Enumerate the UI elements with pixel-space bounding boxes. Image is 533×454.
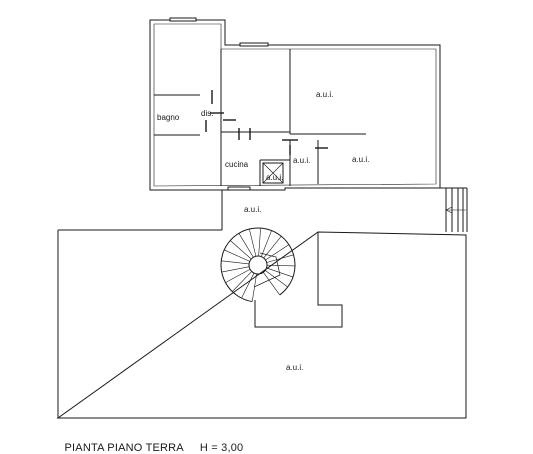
spiral-stair-step [251, 273, 257, 302]
room-labels: bagno dis. cucina a.u.i. a.u.i. a.u.i. a… [157, 90, 369, 372]
spiral-stair-outer [220, 227, 296, 303]
spiral-stair-step [263, 272, 280, 296]
spiral-stair-step [261, 230, 272, 257]
room-label-aui-right: a.u.i. [352, 155, 369, 164]
spiral-stair [220, 227, 296, 303]
room-label-aui-small: a.u.i. [266, 173, 283, 182]
room-label-bagno: bagno [157, 113, 180, 122]
spiral-stair-direction [253, 252, 281, 288]
spiral-stair-step [265, 244, 290, 261]
room-label-aui-top-right: a.u.i. [316, 90, 333, 99]
side-stair [440, 187, 468, 232]
upper-block-inner [153, 23, 437, 187]
spiral-stair-step [230, 240, 252, 260]
walls [56, 17, 468, 419]
room-label-aui-passage: a.u.i. [244, 205, 261, 214]
spiral-stair-step [225, 269, 251, 283]
spiral-stair-step [221, 260, 250, 265]
spiral-stair-step [224, 249, 250, 262]
spiral-stair-step [258, 228, 261, 257]
room-label-cucina: cucina [225, 160, 249, 169]
spiral-stair-step [241, 272, 255, 299]
spiral-stair-step [232, 271, 252, 292]
room-label-aui-corridor: a.u.i. [293, 156, 310, 165]
room-label-aui-bottom: a.u.i. [286, 363, 303, 372]
spiral-stair-core [248, 255, 268, 275]
spiral-stair-step [266, 254, 294, 263]
spiral-stair-step [266, 264, 295, 267]
plan-height: H = 3,00 [199, 442, 244, 454]
spiral-stair-step [238, 233, 254, 258]
room-label-dis: dis. [201, 109, 213, 118]
plan-title: PIANTA PIANO TERRA [64, 442, 184, 454]
lower-area-outline [56, 229, 467, 419]
spiral-stair-step [265, 270, 288, 288]
terrace-cutout [254, 232, 343, 328]
shaft [262, 162, 284, 184]
spiral-stair-step [249, 228, 257, 257]
spiral-stair-step [221, 266, 250, 273]
plan-caption: PIANTA PIANO TERRA H = 3,00 [58, 430, 259, 454]
